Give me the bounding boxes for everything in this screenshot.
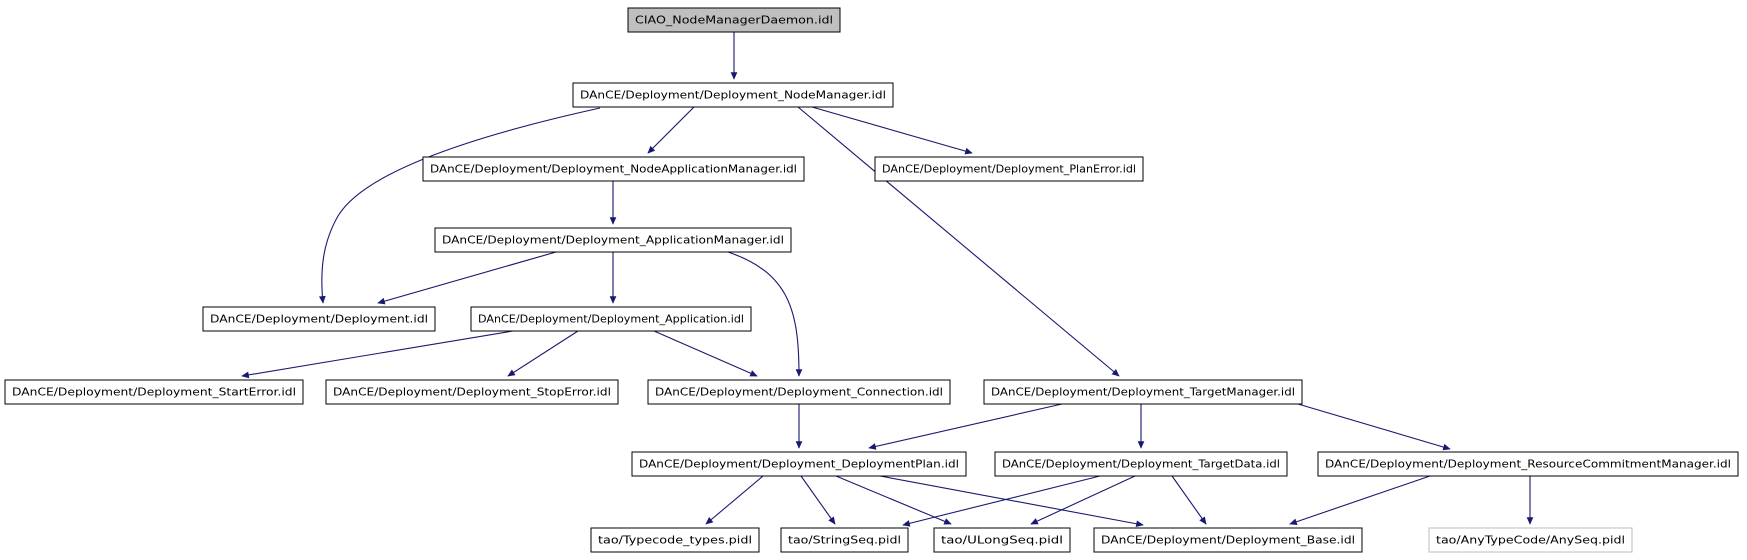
graph-node-deployment-planerror[interactable]: DAnCE/Deployment/Deployment_PlanError.id…: [874, 156, 1144, 182]
graph-node-deployment-application[interactable]: DAnCE/Deployment/Deployment_Application.…: [470, 306, 752, 332]
graph-node-tao-anyseq[interactable]: tao/AnyTypeCode/AnySeq.pidl: [1428, 527, 1633, 553]
edge-deployment-targetdata--tao-ulongseq: [1030, 475, 1136, 525]
graph-node-label: tao/Typecode_types.pidl: [598, 535, 752, 547]
graph-node-box: [325, 379, 619, 405]
graph-node-box: [874, 156, 1144, 182]
graph-node-deployment-nodemanager[interactable]: DAnCE/Deployment/Deployment_NodeManager.…: [572, 82, 894, 108]
graph-node-box: [590, 527, 760, 553]
graph-node-label: CIAO_NodeManagerDaemon.idl: [635, 15, 833, 27]
edge-deployment-nodemanager--deployment-planerror: [811, 106, 973, 155]
graph-node-label: DAnCE/Deployment/Deployment_PlanError.id…: [882, 164, 1136, 176]
edge-deployment-deploymentplan--tao-stringseq: [800, 475, 836, 525]
graph-node-box: [202, 306, 436, 332]
edge-deployment-applicationmanager--deployment-connection: [727, 251, 803, 377]
graph-node-ciao-nodemanagerdaemon[interactable]: CIAO_NodeManagerDaemon.idl: [627, 7, 841, 33]
graph-node-label: DAnCE/Deployment/Deployment_Connection.i…: [655, 387, 943, 399]
edge-deployment-application--deployment-stoperror: [507, 330, 579, 377]
edge-deployment-application--deployment-starterror: [241, 330, 514, 379]
graph-node-label: tao/ULongSeq.pidl: [941, 535, 1063, 547]
graph-node-tao-typecode-types[interactable]: tao/Typecode_types.pidl: [590, 527, 760, 553]
graph-node-label: DAnCE/Deployment/Deployment_StartError.i…: [12, 387, 296, 399]
graph-node-deployment-targetdata[interactable]: DAnCE/Deployment/Deployment_TargetData.i…: [994, 451, 1288, 477]
graph-node-label: DAnCE/Deployment/Deployment_NodeApplicat…: [430, 164, 797, 176]
graph-node-tao-ulongseq[interactable]: tao/ULongSeq.pidl: [933, 527, 1071, 553]
graph-node-box: [470, 306, 752, 332]
graph-node-label: DAnCE/Deployment/Deployment.idl: [210, 314, 428, 326]
edge-deployment-targetmanager--deployment-resourcecommitmentmanager: [1297, 403, 1451, 451]
edge-deployment-targetmanager--deployment-deploymentplan: [868, 403, 1063, 450]
edge-deployment-deploymentplan--tao-ulongseq: [835, 475, 952, 525]
graph-node-box: [1317, 451, 1739, 477]
edge-deployment-applicationmanager--deployment: [377, 251, 557, 305]
edge-deployment-resourcecommitmentmanager--deployment-base: [1289, 475, 1431, 525]
graph-node-tao-stringseq[interactable]: tao/StringSeq.pidl: [780, 527, 909, 553]
edge-deployment-targetdata--deployment-base: [1171, 475, 1207, 525]
graph-node-box: [1093, 527, 1363, 553]
edge-deployment-nodemanager--deployment: [319, 107, 601, 304]
edge-deployment-nodemanager--deployment-nodeapplicationmanager: [647, 106, 695, 154]
graph-node-deployment-connection[interactable]: DAnCE/Deployment/Deployment_Connection.i…: [647, 379, 951, 405]
graph-node-box: [627, 7, 841, 33]
graph-node-box: [983, 379, 1303, 405]
graph-node-label: tao/StringSeq.pidl: [788, 535, 901, 547]
graph-node-box: [1428, 527, 1633, 553]
graph-node-deployment-deploymentplan[interactable]: DAnCE/Deployment/Deployment_DeploymentPl…: [631, 451, 967, 477]
graph-node-label: DAnCE/Deployment/Deployment_TargetManage…: [991, 387, 1295, 399]
edge-deployment-targetdata--tao-stringseq: [902, 475, 1101, 527]
graph-node-deployment-stoperror[interactable]: DAnCE/Deployment/Deployment_StopError.id…: [325, 379, 619, 405]
edge-deployment-application--deployment-connection: [653, 330, 758, 377]
graph-node-label: DAnCE/Deployment/Deployment_DeploymentPl…: [639, 459, 959, 471]
edge-deployment-deploymentplan--deployment-base: [879, 475, 1144, 528]
graph-node-box: [933, 527, 1071, 553]
graph-node-label: DAnCE/Deployment/Deployment_ApplicationM…: [442, 235, 784, 247]
graph-node-label: DAnCE/Deployment/Deployment_Base.idl: [1101, 535, 1355, 547]
graph-node-box: [994, 451, 1288, 477]
graph-node-box: [434, 227, 792, 253]
edge-deployment-nodemanager--deployment-targetmanager: [797, 106, 1120, 377]
graph-node-label: DAnCE/Deployment/Deployment_Application.…: [478, 314, 744, 326]
graph-node-label: DAnCE/Deployment/Deployment_TargetData.i…: [1002, 459, 1280, 471]
graph-node-label: tao/AnyTypeCode/AnySeq.pidl: [1436, 535, 1625, 547]
graph-node-deployment-resourcecommitmentmanager[interactable]: DAnCE/Deployment/Deployment_ResourceComm…: [1317, 451, 1739, 477]
graph-node-label: DAnCE/Deployment/Deployment_NodeManager.…: [580, 90, 886, 102]
graph-node-box: [572, 82, 894, 108]
graph-node-label: DAnCE/Deployment/Deployment_ResourceComm…: [1325, 459, 1731, 471]
edge-deployment-deploymentplan--tao-typecode-types: [705, 475, 764, 525]
graph-node-deployment-starterror[interactable]: DAnCE/Deployment/Deployment_StartError.i…: [4, 379, 304, 405]
graph-node-label: DAnCE/Deployment/Deployment_StopError.id…: [333, 387, 611, 399]
graph-node-deployment-base[interactable]: DAnCE/Deployment/Deployment_Base.idl: [1093, 527, 1363, 553]
graph-node-deployment[interactable]: DAnCE/Deployment/Deployment.idl: [202, 306, 436, 332]
graph-node-box: [647, 379, 951, 405]
graph-node-deployment-nodeapplicationmanager[interactable]: DAnCE/Deployment/Deployment_NodeApplicat…: [422, 156, 805, 182]
graph-node-box: [422, 156, 805, 182]
graph-node-deployment-applicationmanager[interactable]: DAnCE/Deployment/Deployment_ApplicationM…: [434, 227, 792, 253]
graph-node-deployment-targetmanager[interactable]: DAnCE/Deployment/Deployment_TargetManage…: [983, 379, 1303, 405]
graph-node-box: [4, 379, 304, 405]
graph-node-box: [780, 527, 909, 553]
graph-node-box: [631, 451, 967, 477]
